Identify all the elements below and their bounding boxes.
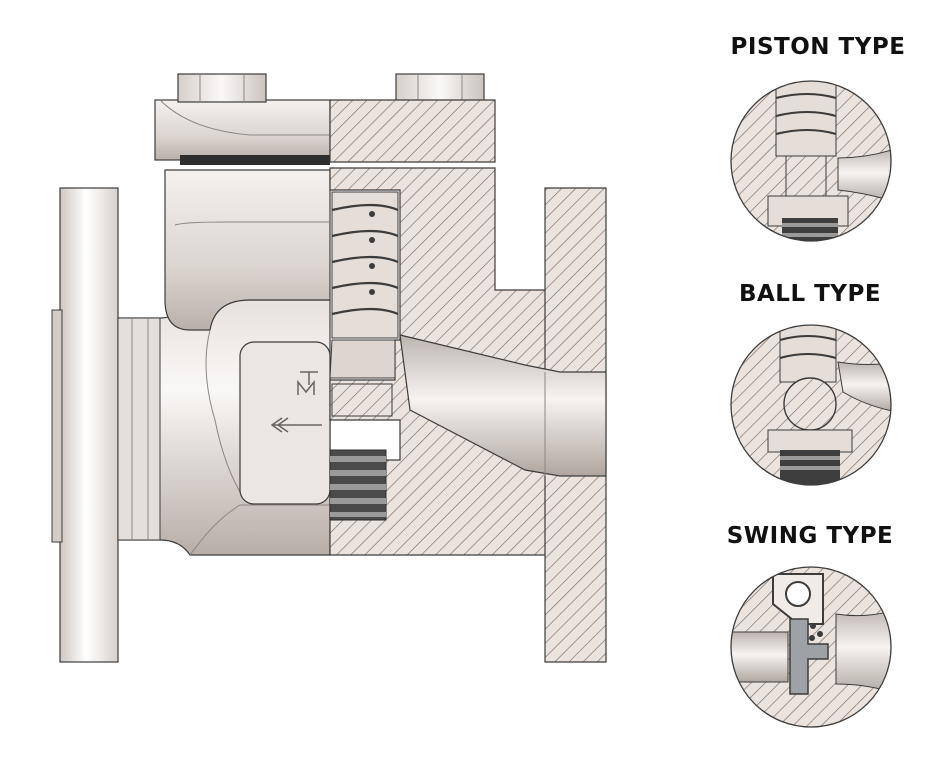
valve-body-exterior bbox=[117, 169, 331, 556]
ball-type-detail bbox=[730, 324, 892, 486]
bonnet-bolt-right bbox=[395, 73, 485, 103]
piston-disc bbox=[329, 339, 396, 417]
threaded-plug bbox=[329, 449, 387, 521]
piston-spring bbox=[331, 191, 399, 339]
piston-type-detail bbox=[730, 80, 892, 242]
swing-type-label: SWING TYPE bbox=[726, 523, 894, 549]
bonnet-bolt-left bbox=[177, 73, 267, 103]
swing-type-detail bbox=[730, 566, 892, 728]
ball-type-label: BALL TYPE bbox=[738, 281, 882, 307]
inlet-flange bbox=[51, 187, 119, 663]
bonnet-cover bbox=[154, 99, 331, 165]
piston-type-label: PISTON TYPE bbox=[730, 34, 906, 60]
outlet-bore bbox=[399, 334, 607, 477]
